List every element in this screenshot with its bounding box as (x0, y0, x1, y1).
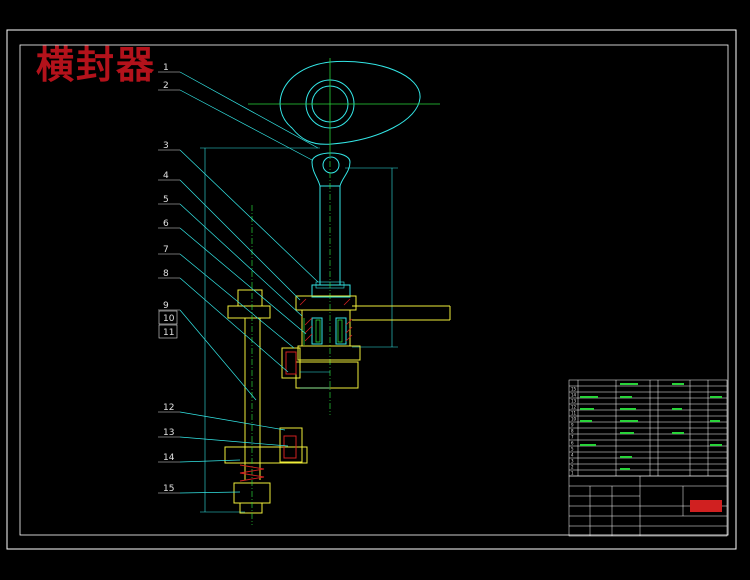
clamp-hatch (299, 298, 353, 342)
title-block (568, 475, 728, 537)
part-number-13: 13 (163, 428, 174, 438)
cam-outline (279, 60, 421, 145)
rod-eye (311, 152, 351, 187)
parts-row-number: 4 (571, 453, 574, 458)
leader-line (179, 411, 286, 431)
part-number-15: 15 (163, 484, 174, 494)
connecting-rod (311, 152, 351, 298)
leader-line (179, 179, 301, 301)
side-block-upper (281, 347, 301, 379)
clamp-head (295, 295, 361, 389)
part-number-1: 1 (163, 63, 169, 73)
leader-line (179, 309, 257, 401)
part-number-box (158, 324, 178, 339)
parts-row-number: 10 (571, 417, 577, 422)
part-number-8: 8 (163, 269, 169, 279)
part-number-6: 6 (163, 219, 169, 229)
parts-row-number: 9 (571, 423, 574, 428)
inner-border (19, 44, 729, 536)
parts-list-fill (580, 383, 722, 470)
part-number-3: 3 (163, 141, 169, 151)
parts-row-number: 13 (571, 399, 577, 404)
part-number-2: 2 (163, 81, 169, 91)
leader-line (179, 71, 319, 149)
parts-row-number: 11 (571, 411, 577, 416)
leader-line (179, 203, 303, 317)
part-number-9: 9 (163, 301, 169, 311)
column-spring (239, 464, 265, 482)
parts-row-number: 8 (571, 429, 574, 434)
rod-lower-block (311, 284, 351, 298)
leader-line (179, 253, 295, 349)
leader-line (179, 277, 289, 373)
clamp-label-box (315, 281, 345, 289)
leader-line (179, 149, 319, 283)
parts-row-number: 15 (571, 387, 577, 392)
drawing-title: 横封器 (36, 42, 157, 87)
part-number-4: 4 (163, 171, 169, 181)
parts-row-number: 12 (571, 405, 577, 410)
clamp-bolts (303, 318, 343, 345)
guide-column (224, 289, 308, 514)
leader-line (179, 227, 307, 335)
parts-row-number: 5 (571, 447, 574, 452)
cam-assembly (279, 60, 421, 145)
leader-line (179, 436, 289, 447)
side-block-lower (279, 427, 303, 463)
leader-line (179, 89, 313, 161)
parts-row-number: 1 (571, 471, 574, 476)
part-number-10: 10 (163, 314, 175, 324)
parts-row-number: 3 (571, 459, 574, 464)
horizontal-shaft (352, 305, 451, 321)
parts-row-number: 14 (571, 393, 577, 398)
part-number-12: 12 (163, 403, 174, 413)
dimension-left (200, 147, 320, 513)
parts-row-number: 7 (571, 435, 574, 440)
part-number-5: 5 (163, 195, 169, 205)
parts-row-number: 6 (571, 441, 574, 446)
part-number-14: 14 (163, 453, 175, 463)
outer-border (6, 29, 737, 550)
rod-eye-pin (322, 156, 340, 174)
part-number-7: 7 (163, 245, 169, 255)
part-number-box (158, 310, 178, 325)
part-number-11: 11 (163, 328, 174, 338)
parts-row-number: 2 (571, 465, 574, 470)
leader-line (179, 491, 241, 494)
leader-line (179, 459, 241, 463)
